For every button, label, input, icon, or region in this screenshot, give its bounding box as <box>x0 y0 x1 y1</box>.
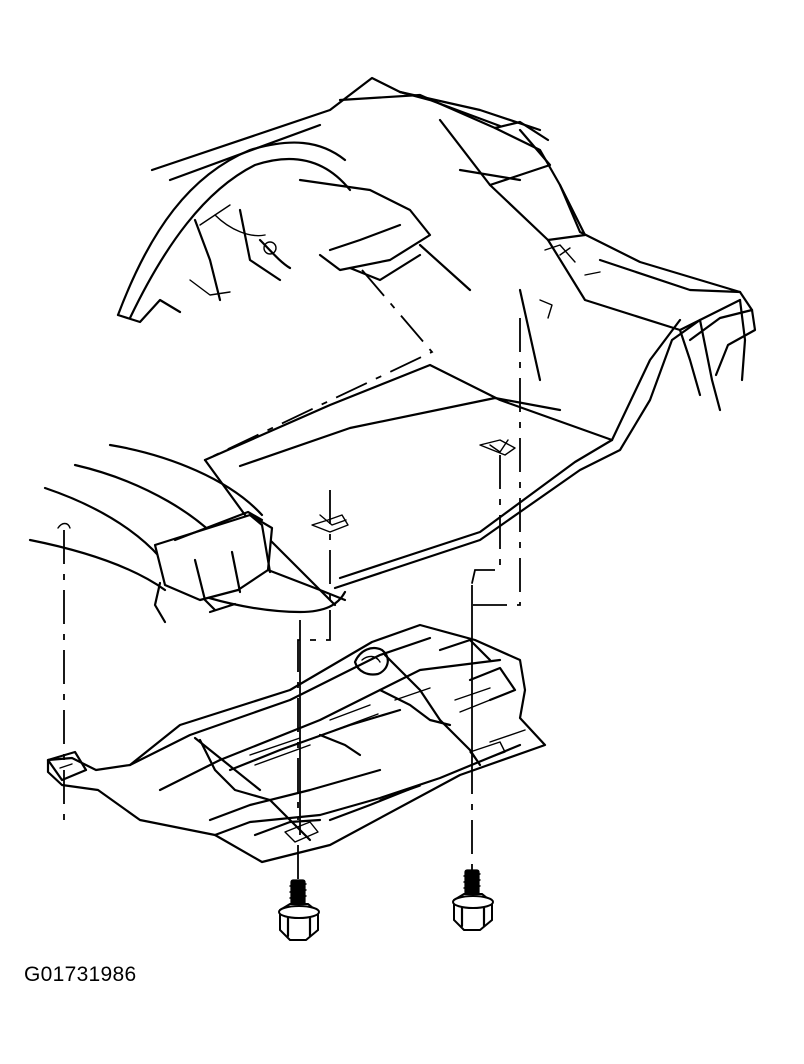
figure-id-label: G01731986 <box>24 963 137 986</box>
fuel-tank <box>153 318 702 624</box>
fuel-tank-shield <box>46 623 547 864</box>
shield-bolt-right <box>452 869 494 931</box>
alignment-lines <box>57 269 521 880</box>
vehicle-frame <box>116 76 757 412</box>
shield-bolt-left <box>278 879 320 941</box>
